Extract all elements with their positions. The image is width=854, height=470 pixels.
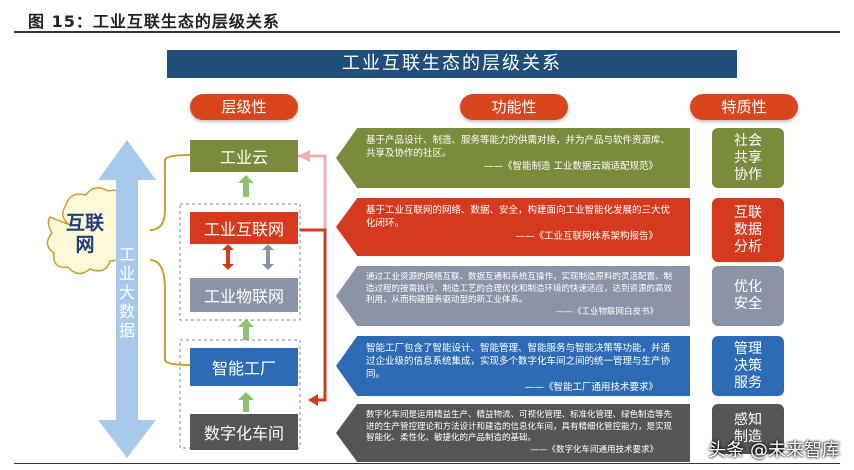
function-text: 智能工厂包含了智能设计、智能管理、智能服务与智能决策等功能，并通过企业级的信息系… [366,343,671,380]
cloud-label: 互联网 [65,212,104,256]
level-node-cloud: 工业云 [190,140,298,172]
trait-box-digital-workshop: 感知 制造 [712,404,784,454]
function-source: ——《智能制造 工业数据云端适配规范》 [483,161,658,172]
double-arrow-red [222,244,234,270]
function-source: ——《智能工厂通用技术要求》 [524,382,658,393]
trait-box-smart-factory: 管理 决策 服务 [712,336,784,396]
trait-box-cloud: 社会 共享 协作 [712,128,784,188]
header-function: 功能性 [460,94,568,120]
level-node-iiot: 工业物联网 [190,278,298,312]
function-box-cloud: 基于产品设计、制造、服务等能力的供需对接，并为产品与软件资源库、共享及协作的社区… [336,128,690,188]
up-arrow-3 [238,392,254,412]
function-box-digital-workshop: 数字化车间是运用精益生产、精益物流、可视化管理、标准化管理、绿色制造等先进的生产… [336,404,690,462]
bracket-upper [149,154,191,231]
function-box-iiot: 通过工业资源的网络互联、数据互通和系统互操作，实现制造原料的灵活配置、制造过程的… [336,266,690,326]
connector-pink [298,154,327,272]
function-source: ——《数字化车间通用技术要求》 [530,444,658,455]
level-node-industrial-internet: 工业互联网 [190,212,298,244]
top-rule [14,31,840,33]
double-arrow-grey [262,244,274,270]
up-arrow-2 [238,319,254,340]
function-source: ——《工业物联网白皮书》 [555,306,658,317]
header-level: 层级性 [190,94,298,120]
connector-red [300,228,327,402]
figure-title: 图 15：工业互联生态的层级关系 [28,12,280,31]
level-node-digital-workshop: 数字化车间 [190,414,298,450]
bottom-rule [14,463,840,464]
header-trait: 特质性 [690,94,798,120]
function-text: 数字化车间是运用精益生产、精益物流、可视化管理、标准化管理、绿色制造等先进的生产… [366,410,673,443]
big-data-arrow [98,140,156,458]
trait-box-iiot: 优化 安全 [712,266,784,326]
trait-box-industrial-internet: 互联 数据 分析 [712,198,784,262]
watermark: 头条 @未来智库 [708,440,840,461]
function-box-smart-factory: 智能工厂包含了智能设计、智能管理、智能服务与智能决策等功能，并通过企业级的信息系… [336,336,690,396]
level-node-smart-factory: 智能工厂 [190,348,298,386]
function-text: 基于产品设计、制造、服务等能力的供需对接，并为产品与软件资源库、共享及协作的社区… [366,135,671,159]
function-text: 通过工业资源的网络互联、数据互通和系统互操作，实现制造原料的灵活配置、制造过程的… [366,272,673,305]
bracket-lower [149,259,191,366]
up-arrow-1 [238,175,254,197]
vertical-arrow-label: 工业大数据 [118,245,135,340]
dashed-group-upper [179,203,301,321]
diagram-banner: 工业互联生态的层级关系 [167,50,737,78]
function-source: ——《工业互联网体系架构报告》 [515,231,658,242]
function-text: 基于工业互联网的网络、数据、安全，构建面向工业智能化发展的三大优化闭环。 [366,205,671,229]
function-box-industrial-internet: 基于工业互联网的网络、数据、安全，构建面向工业智能化发展的三大优化闭环。 ——《… [336,198,690,256]
